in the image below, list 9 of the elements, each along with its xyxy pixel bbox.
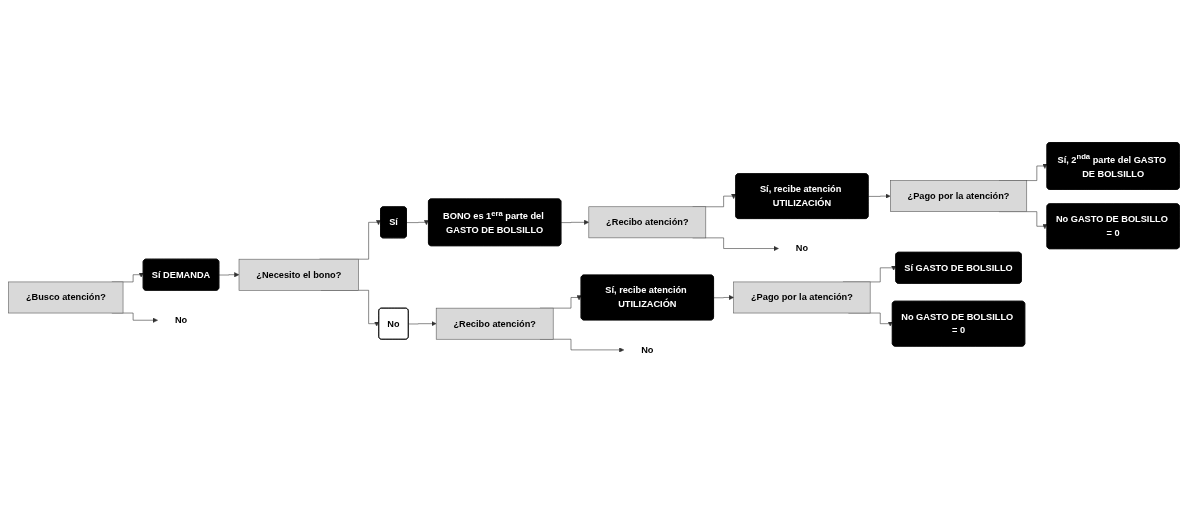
node-text: No [641,344,654,355]
node-text: No [174,315,188,325]
node-box: ¿Pago por la atención? [733,281,871,314]
node-box: ¿Busco atención? [8,281,124,314]
node-box: ¿Necesito el bono? [238,258,359,291]
node-box: ¿Recibo atención? [588,206,707,239]
node-text: No [795,243,809,254]
node-box: ¿Pago por la atención? [890,180,1028,212]
node-box: ¿Recibo atención? [435,307,554,340]
